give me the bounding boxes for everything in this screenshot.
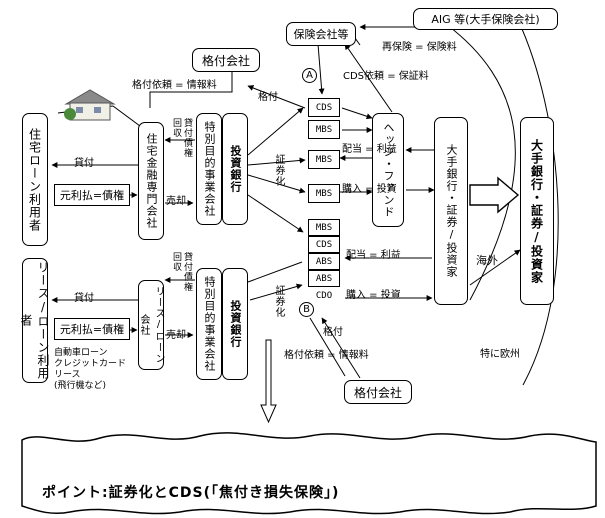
rating-agency-bottom-box: 格付会社 bbox=[344, 380, 412, 404]
security-item: MBS bbox=[308, 120, 340, 139]
lease-company-box: リース/ローン会社 bbox=[138, 280, 164, 370]
label-europe: 特に欧州 bbox=[480, 349, 520, 360]
security-item: MBS bbox=[308, 150, 340, 169]
housing-lender-box: 住宅金融専門会社 bbox=[138, 122, 164, 240]
ib-bottom-box: 投資銀行 bbox=[222, 268, 248, 380]
housing-borrower-box: 住宅ローン利用者 bbox=[22, 113, 48, 246]
label-sell-top: 売却 bbox=[166, 196, 186, 207]
spv-bottom-box: 特別目的事業会社 bbox=[196, 268, 222, 380]
security-item: CDS bbox=[308, 236, 340, 253]
house-icon bbox=[64, 89, 116, 121]
label-rating-request-bottom: 格付依頼 = 情報料 bbox=[284, 350, 369, 361]
ib-top-box: 投資銀行 bbox=[222, 113, 248, 225]
marker-a: A bbox=[302, 68, 317, 83]
label-reinsurance: 再保険 = 保険料 bbox=[382, 42, 457, 53]
label-cds-request: CDS依頼 = 保証料 bbox=[343, 71, 429, 82]
security-item: CDO bbox=[308, 287, 340, 304]
aig-box: AIG 等(大手保険会社) bbox=[413, 8, 558, 30]
security-item: MBS bbox=[308, 219, 340, 236]
label-securitize-bottom: 証券化 bbox=[273, 285, 284, 318]
label-dividend-bottom: 配当 = 利益 bbox=[346, 250, 401, 261]
spv-top-box: 特別目的事業会社 bbox=[196, 113, 222, 225]
security-item: CDS bbox=[308, 98, 340, 117]
label-loan-top: 貸付 bbox=[74, 158, 94, 169]
label-lease: リース bbox=[54, 370, 81, 380]
label-loan-collection-top: 貸付債権回収 bbox=[171, 118, 192, 158]
label-rating-request-top: 格付依頼 = 情報料 bbox=[132, 80, 217, 91]
label-credit-card: クレジットカード bbox=[54, 359, 127, 369]
label-rating-bottom: 格付 bbox=[323, 327, 343, 338]
security-item: ABS bbox=[308, 270, 340, 287]
lease-borrower-box: リース/ローン利用者 bbox=[19, 258, 50, 383]
label-securitize-top: 証券化 bbox=[273, 154, 284, 187]
security-item: ABS bbox=[308, 253, 340, 270]
hedge-fund-box: ヘッジ・ファンド bbox=[372, 113, 404, 227]
overseas-bank-box: 大手銀行・証券/投資家 bbox=[520, 117, 554, 305]
label-loan-collection-bottom: 貸付債権回収 bbox=[171, 252, 192, 292]
repayment-bottom-box: 元利払=債権 bbox=[54, 318, 130, 340]
label-purchase-bottom: 購入 = 投資 bbox=[346, 290, 401, 301]
big-bank-box: 大手銀行・証券/投資家 bbox=[434, 117, 468, 305]
label-aircraft: (飛行機など) bbox=[54, 381, 107, 391]
rating-agency-top-box: 格付会社 bbox=[192, 48, 260, 72]
security-item: MBS bbox=[308, 184, 340, 203]
label-loan-bottom: 貸付 bbox=[74, 293, 94, 304]
label-purchase-top: 購入 = 投資 bbox=[342, 184, 397, 195]
label-auto-loan: 自動車ローン bbox=[54, 348, 108, 358]
point-statement: ポイント:証券化とCDS(「焦付き損失保険」) bbox=[42, 485, 340, 501]
label-overseas: 海外 bbox=[476, 254, 498, 267]
label-dividend-top: 配当 = 利益 bbox=[342, 144, 397, 155]
label-sell-bottom: 売却 bbox=[166, 330, 186, 341]
insurer-box: 保険会社等 bbox=[286, 22, 356, 46]
marker-b: B bbox=[299, 302, 314, 317]
repayment-top-box: 元利払=債権 bbox=[54, 184, 130, 206]
label-rating-top: 格付 bbox=[258, 92, 278, 103]
